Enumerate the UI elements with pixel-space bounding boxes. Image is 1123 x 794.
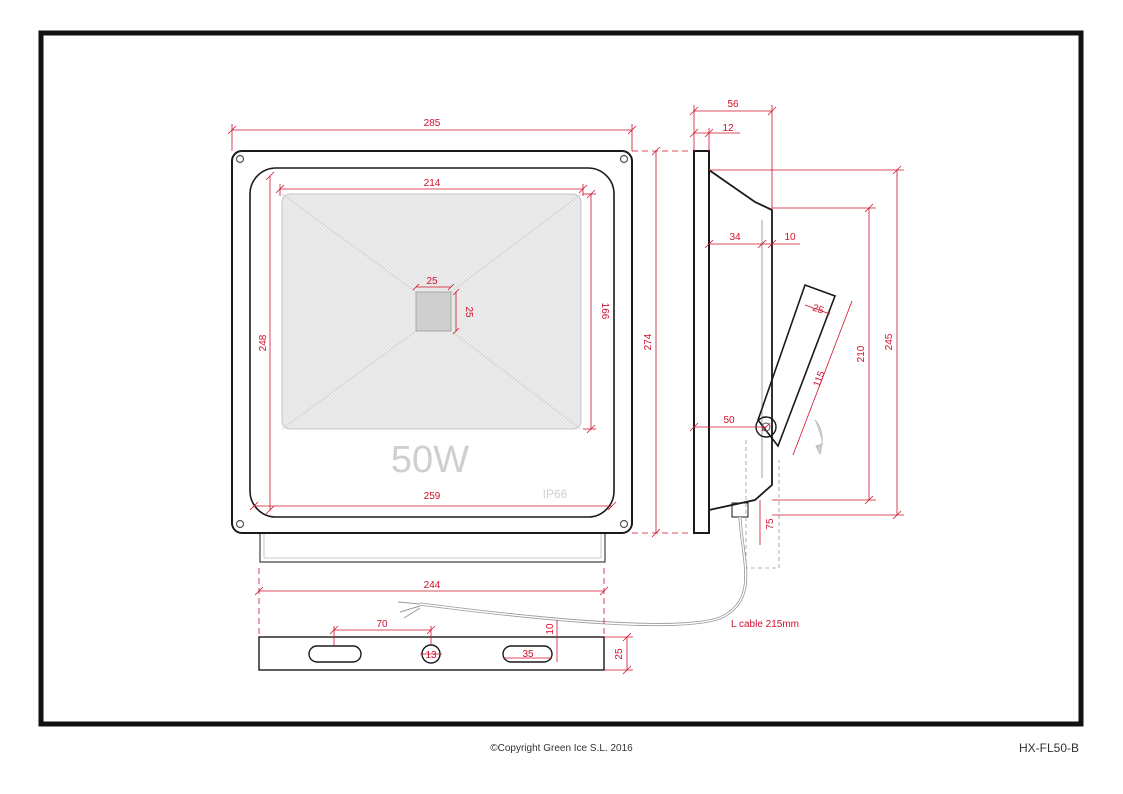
svg-text:245: 245 bbox=[884, 333, 895, 350]
led-chip bbox=[415, 291, 452, 332]
svg-text:56: 56 bbox=[727, 99, 739, 110]
svg-text:13: 13 bbox=[425, 650, 437, 661]
dim-depth: 56 bbox=[689, 99, 777, 210]
svg-text:166: 166 bbox=[599, 303, 610, 320]
dim-height-total: 245 bbox=[709, 165, 904, 520]
svg-text:50: 50 bbox=[723, 415, 735, 426]
svg-text:35: 35 bbox=[522, 649, 534, 660]
svg-text:248: 248 bbox=[258, 334, 269, 351]
dim-overall-height: 274 bbox=[632, 146, 690, 538]
svg-text:259: 259 bbox=[424, 491, 441, 502]
dim-height-bracket: 210 bbox=[772, 203, 876, 505]
svg-text:25: 25 bbox=[463, 306, 474, 318]
svg-text:70: 70 bbox=[376, 619, 388, 630]
dim-inner-height: 248 bbox=[258, 171, 275, 515]
svg-text:75: 75 bbox=[765, 518, 776, 530]
dim-chip-height: 25 bbox=[452, 288, 474, 335]
dim-lens-width: 214 bbox=[275, 178, 588, 196]
ip-label: IP66 bbox=[543, 487, 568, 501]
dim-slot-offset: 10 bbox=[545, 620, 558, 662]
svg-text:10: 10 bbox=[784, 232, 796, 243]
rotation-arrow-icon bbox=[814, 419, 824, 456]
mounting-arm bbox=[757, 283, 837, 448]
dim-arm-length: 115 bbox=[792, 300, 853, 456]
svg-text:244: 244 bbox=[424, 580, 441, 591]
svg-text:25: 25 bbox=[614, 648, 625, 660]
dim-arm-width: 25 bbox=[804, 303, 831, 317]
copyright-notice: ©Copyright Green Ice S.L. 2016 bbox=[490, 743, 633, 754]
dim-chip-width: 25 bbox=[412, 276, 455, 291]
dim-bracket-height: 25 bbox=[604, 632, 633, 675]
dim-inner-width: 259 bbox=[249, 491, 617, 511]
front-view: 50W IP66 285 214 25 25 1 bbox=[227, 118, 690, 563]
svg-text:274: 274 bbox=[643, 333, 654, 350]
svg-text:25: 25 bbox=[426, 276, 438, 287]
side-view: 56 12 34 10 210 245 25 bbox=[689, 99, 904, 569]
svg-text:34: 34 bbox=[729, 232, 741, 243]
svg-text:12: 12 bbox=[722, 123, 734, 134]
model-number: HX-FL50-B bbox=[1018, 741, 1079, 755]
drawing-frame bbox=[38, 30, 1084, 727]
rear-housing bbox=[708, 169, 773, 511]
svg-text:25: 25 bbox=[811, 303, 826, 317]
bracket-slot-left bbox=[308, 645, 362, 663]
dim-hole-diameter: 13 bbox=[420, 650, 442, 661]
svg-text:115: 115 bbox=[812, 369, 828, 388]
bracket-slot-right bbox=[502, 645, 553, 663]
housing-inner bbox=[249, 167, 615, 518]
dim-overall-width: 285 bbox=[227, 118, 637, 151]
screw-icon bbox=[619, 154, 629, 164]
cable-label: L cable 215mm bbox=[731, 619, 799, 630]
dim-pivot: 50 bbox=[689, 415, 771, 432]
dim-slot-length: 35 bbox=[503, 649, 552, 660]
bracket-view: 244 70 13 35 10 25 bbox=[254, 568, 633, 675]
screw-icon bbox=[235, 154, 245, 164]
dim-lens-height: 166 bbox=[583, 189, 610, 434]
cable-wires bbox=[397, 601, 421, 619]
dim-hole-spacing: 70 bbox=[329, 619, 436, 646]
bracket-outline bbox=[258, 636, 605, 671]
housing-outline bbox=[231, 150, 633, 534]
svg-text:10: 10 bbox=[545, 623, 556, 635]
dim-bracket-width: 244 bbox=[254, 568, 609, 637]
svg-text:285: 285 bbox=[424, 118, 441, 129]
svg-text:210: 210 bbox=[856, 345, 867, 362]
screw-icon bbox=[619, 519, 629, 529]
dim-body: 34 10 bbox=[704, 232, 800, 249]
svg-text:214: 214 bbox=[424, 178, 441, 189]
front-frame bbox=[693, 150, 710, 534]
dim-gland: 75 bbox=[759, 500, 776, 545]
power-label: 50W bbox=[391, 439, 469, 481]
dim-frame: 12 bbox=[689, 123, 740, 151]
screw-icon bbox=[235, 519, 245, 529]
